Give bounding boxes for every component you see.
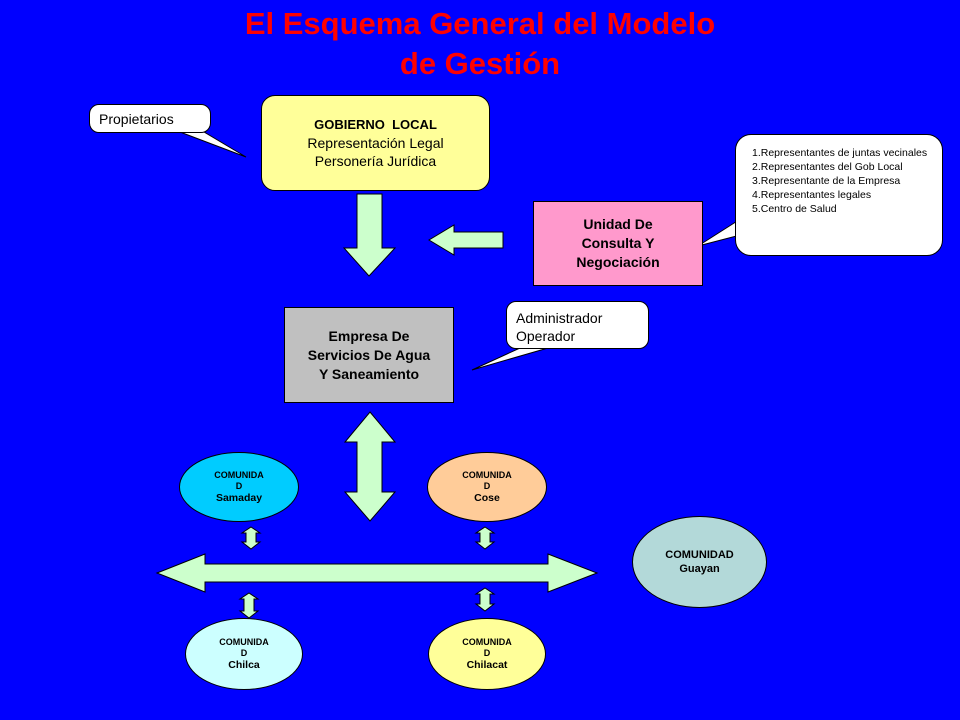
arrow-unidad-to-gobierno bbox=[428, 224, 504, 256]
empresa-line-2: Servicios De Agua bbox=[307, 346, 431, 363]
gobierno-line-2: Representación Legal bbox=[307, 135, 444, 151]
propietarios-text: Propietarios bbox=[99, 111, 174, 127]
unidad-line-2: Consulta Y bbox=[581, 235, 655, 251]
comunidad-chilacat: COMUNIDA D Chilacat bbox=[428, 618, 546, 690]
comunidad-label: D bbox=[483, 647, 491, 658]
arrow-communities-horizontal bbox=[155, 553, 599, 593]
comunidad-name: Guayan bbox=[679, 563, 720, 575]
admin-line-1: Administrador bbox=[516, 310, 603, 326]
arrow-chilacat bbox=[474, 587, 496, 612]
comunidad-guayan: COMUNIDAD Guayan bbox=[632, 516, 767, 608]
administrador-callout: Administrador Operador bbox=[506, 301, 649, 349]
comunidad-name: Chilacat bbox=[466, 658, 508, 671]
empresa-line-3: Y Saneamiento bbox=[318, 365, 420, 382]
unidad-line-3: Negociación bbox=[576, 254, 660, 270]
list-item: 4.Representantes legales bbox=[752, 189, 872, 201]
comunidad-name: Samaday bbox=[215, 491, 263, 504]
representantes-callout: 1.Representantes de juntas vecinales 2.R… bbox=[735, 134, 943, 256]
arrow-empresa-to-communities bbox=[343, 411, 397, 522]
comunidad-cose: COMUNIDA D Cose bbox=[427, 452, 547, 522]
empresa-box: Empresa De Servicios De Agua Y Saneamien… bbox=[284, 307, 454, 403]
comunidad-name: Chilca bbox=[228, 658, 260, 671]
arrow-chilca bbox=[238, 592, 260, 619]
comunidad-label: COMUNIDAD bbox=[665, 549, 734, 561]
comunidad-label: D bbox=[235, 480, 243, 491]
title-line-1: El Esquema General del Modelo bbox=[244, 6, 716, 41]
title-line-2: de Gestión bbox=[399, 46, 561, 81]
admin-callout-tail bbox=[471, 347, 549, 371]
unidad-consulta-box: Unidad De Consulta Y Negociación bbox=[533, 201, 703, 286]
list-item: 3.Representante de la Empresa bbox=[752, 175, 901, 187]
comunidad-label: COMUNIDA bbox=[219, 636, 269, 647]
propietarios-callout-tail bbox=[179, 131, 247, 158]
gobierno-line-3: Personería Jurídica bbox=[314, 153, 437, 169]
empresa-line-1: Empresa De bbox=[328, 327, 410, 344]
comunidad-label: D bbox=[240, 647, 248, 658]
arrow-samaday bbox=[240, 526, 262, 550]
gobierno-heading: GOBIERNO LOCAL bbox=[314, 117, 437, 132]
propietarios-callout: Propietarios bbox=[89, 104, 211, 133]
unidad-line-1: Unidad De bbox=[583, 216, 653, 232]
comunidad-label: COMUNIDA bbox=[214, 469, 264, 480]
list-item: 2.Representantes del Gob Local bbox=[752, 161, 903, 173]
comunidad-label: COMUNIDA bbox=[462, 469, 512, 480]
list-item: 1.Representantes de juntas vecinales bbox=[752, 147, 928, 159]
comunidad-chilca: COMUNIDA D Chilca bbox=[185, 618, 303, 690]
arrow-gobierno-to-empresa bbox=[342, 193, 397, 277]
gobierno-local-box: GOBIERNO LOCAL Representación Legal Pers… bbox=[261, 95, 490, 191]
comunidad-label: COMUNIDA bbox=[462, 636, 512, 647]
comunidad-name: Cose bbox=[474, 491, 500, 504]
arrow-cose bbox=[474, 526, 496, 550]
admin-line-2: Operador bbox=[516, 328, 576, 344]
comunidad-label: D bbox=[483, 480, 491, 491]
comunidad-samaday: COMUNIDA D Samaday bbox=[179, 452, 299, 522]
diagram-title: El Esquema General del Modelo de Gestión bbox=[0, 4, 960, 84]
list-item: 5.Centro de Salud bbox=[752, 203, 837, 215]
